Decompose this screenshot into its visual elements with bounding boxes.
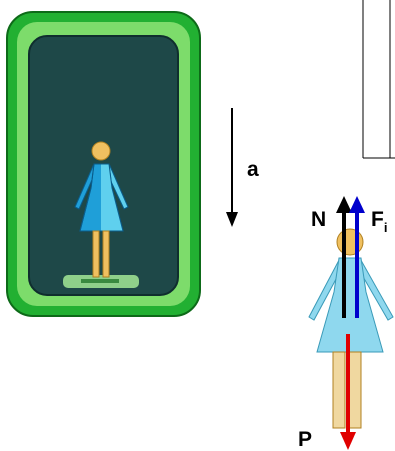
normal-force-label: N: [311, 208, 326, 231]
inertial-force-label: Fi: [371, 208, 387, 235]
woman-figure-icon: [74, 141, 129, 278]
weight-label: P: [298, 428, 312, 451]
acceleration-label: a: [247, 158, 259, 181]
woman-figure-icon: [308, 228, 394, 429]
weight-arrow: [340, 334, 356, 450]
normal-force-arrow: [336, 196, 352, 318]
top-right-box: [362, 0, 395, 159]
inertial-force-label-base: F: [371, 208, 384, 231]
inertial-force-arrow: [349, 196, 365, 318]
acceleration-arrow: [226, 108, 238, 227]
inertial-force-label-subscript: i: [384, 220, 388, 235]
